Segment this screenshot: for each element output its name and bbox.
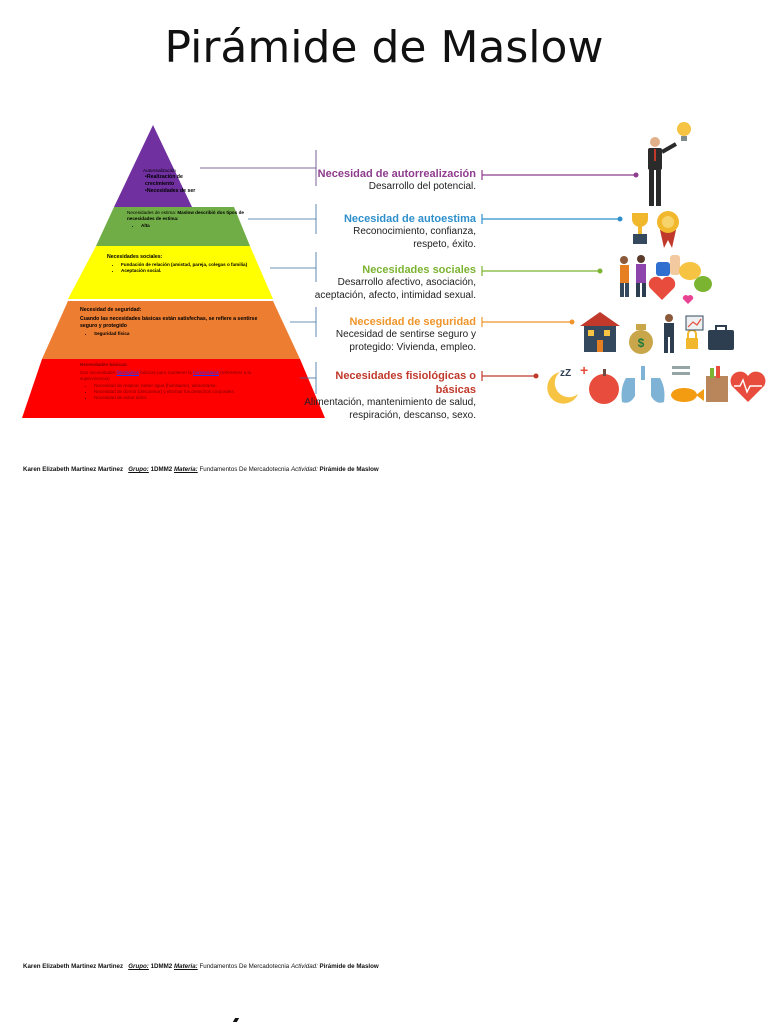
businessman-icon <box>648 137 677 206</box>
info-line: respeto, éxito. <box>413 238 476 250</box>
level-4-text: Necesidad de seguridad: Cuando las neces… <box>80 307 260 337</box>
info-line: Necesidad de sentirse seguro y <box>335 329 476 340</box>
worker-icon <box>664 314 674 353</box>
thumbs-up-icon <box>656 255 680 276</box>
level-3-item: Fundación de relación (amistad, pareja, … <box>121 262 257 268</box>
info-autorrealizacion: Necesidad de autorrealización Desarrollo… <box>300 167 476 194</box>
next-page-title-fragment <box>228 1014 244 1024</box>
info-fisiologicas: Necesidades fisiológicas o básicas Alime… <box>300 369 476 422</box>
info-line: respiración, descanso, sexo. <box>349 409 476 421</box>
level-4-heading: Necesidad de seguridad: <box>80 307 142 313</box>
footer-grupo-label: Grupo: <box>128 963 149 970</box>
level-4-item: Seguridad física <box>94 331 260 337</box>
lock-icon <box>686 329 698 349</box>
pyramid-level-1 <box>114 125 192 207</box>
level-3-item: Aceptación social. <box>121 268 257 274</box>
pyramid-level-5 <box>22 359 325 418</box>
document-footer: Karen Elizabeth Martinez Martinez Grupo:… <box>23 963 379 970</box>
level-4-description: Cuando las necesidades básicas están sat… <box>80 316 258 329</box>
footer-author: Karen Elizabeth Martinez Martinez <box>23 963 124 970</box>
footer-materia: Fundamentos De Mercadotecnia <box>199 963 290 970</box>
maslow-pyramid <box>22 125 325 418</box>
pyramid-level-2 <box>96 207 250 246</box>
level-3-text: Necesidades sociales: Fundación de relac… <box>107 254 257 274</box>
info-seguridad: Necesidad de seguridad Necesidad de sent… <box>300 315 476 354</box>
info-line: Alimentación, mantenimiento de salud, <box>304 397 476 408</box>
svg-text:$: $ <box>638 336 645 350</box>
heart-icon <box>648 276 694 304</box>
level-5-item: Necesidad de dormir (descansar) y elimin… <box>94 389 280 395</box>
lungs-icon <box>621 366 665 403</box>
info-line: aceptación, afecto, intimidad sexual. <box>314 289 476 301</box>
money-bag-icon: $ <box>629 324 653 354</box>
lightbulb-icon <box>677 122 691 141</box>
document-footer: Karen Elizabeth Martinez Martinez Grupo:… <box>23 466 379 473</box>
level-5-heading: Necesidades básicas: <box>80 362 128 367</box>
footer-actividad-label: Actividad: <box>290 466 318 473</box>
info-heading: Necesidades fisiológicas o básicas <box>335 370 476 396</box>
level-5-description: Son necesidades fisiológicas básicas par… <box>80 370 252 381</box>
fish-icon <box>671 366 704 402</box>
info-heading: Necesidad de seguridad <box>349 316 476 328</box>
medal-icon <box>657 211 679 248</box>
info-line: Desarrollo afectivo, asociación, <box>337 277 476 288</box>
info-heading: Necesidades sociales <box>362 264 476 276</box>
footer-author: Karen Elizabeth Martinez Martinez <box>23 466 124 473</box>
page-title: Pirámide de Maslow <box>164 22 604 73</box>
info-heading: Necesidad de autoestima <box>343 213 476 225</box>
footer-actividad: Pirámide de Maslow <box>319 466 379 473</box>
level-2-heading: Necesidades de estima: <box>127 210 177 215</box>
pyramid-level-3 <box>68 246 273 299</box>
svg-text:zZ: zZ <box>560 368 571 379</box>
footer-grupo: 1DMM2 <box>150 963 173 970</box>
info-autoestima: Necesidad de autoestima Reconocimiento, … <box>300 212 476 251</box>
level-5-item: Necesidad de evitar dolor. <box>94 395 280 401</box>
chart-board-icon <box>685 315 704 331</box>
svg-text:+: + <box>580 362 588 378</box>
apple-icon: + <box>580 362 619 404</box>
level-1-text: Autorrealización •Realización de crecimi… <box>143 168 213 195</box>
level-1-item: •Realización de crecimiento <box>145 174 183 187</box>
house-icon <box>580 312 620 352</box>
footer-actividad: Pirámide de Maslow <box>319 963 379 970</box>
pyramid-level-4 <box>42 301 300 359</box>
footer-materia-label: Materia: <box>174 963 198 970</box>
info-line: Reconocimiento, confianza, <box>353 226 476 237</box>
info-heading: Necesidad de autorrealización <box>317 168 476 180</box>
heartbeat-icon <box>730 371 766 402</box>
footer-materia-label: Materia: <box>174 466 198 473</box>
level-1-item: •Necesidades de ser <box>145 188 196 194</box>
level-5-item: Necesidad de respirar, beber agua (hidra… <box>94 383 280 389</box>
level-1-heading: Autorrealización <box>143 168 176 173</box>
level-2-text: Necesidades de estima: Maslow describió … <box>127 210 247 229</box>
briefcase-icon <box>708 325 734 350</box>
level-3-heading: Necesidades sociales: <box>107 254 163 260</box>
info-line: protegido: Vivienda, empleo. <box>349 341 476 353</box>
trophy-icon <box>632 213 648 244</box>
info-line: Desarrollo del potencial. <box>368 181 476 192</box>
level-2-item: Alta <box>141 223 247 229</box>
couple-icon <box>620 255 646 297</box>
moon-sleep-icon: zZ <box>547 368 578 404</box>
footer-actividad-label: Actividad: <box>290 963 318 970</box>
info-sociales: Necesidades sociales Desarrollo afectivo… <box>290 263 476 302</box>
level-5-text: Necesidades básicas: Son necesidades fis… <box>80 362 280 401</box>
speech-bubbles-icon <box>679 262 712 292</box>
footer-grupo: 1DMM2 <box>150 466 173 473</box>
footer-materia: Fundamentos De Mercadotecnia <box>199 466 290 473</box>
grocery-bag-icon <box>706 366 728 402</box>
footer-grupo-label: Grupo: <box>128 466 149 473</box>
